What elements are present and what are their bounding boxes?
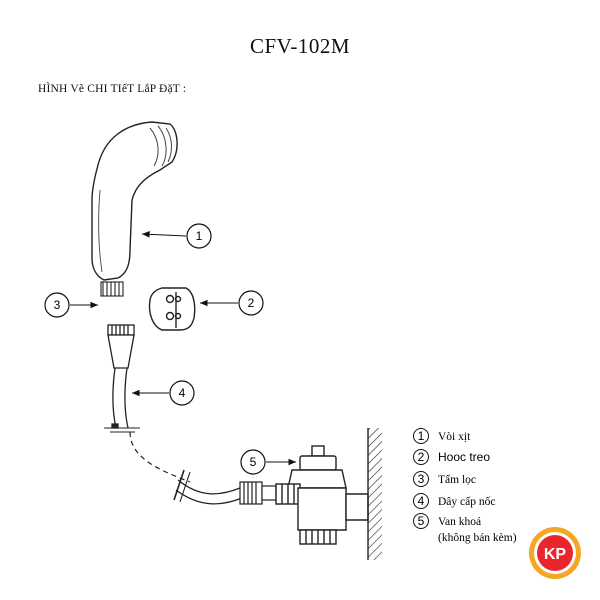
legend-number: 2	[418, 450, 425, 464]
legend-item: 3 Tấm lọc	[413, 471, 476, 487]
legend-number: 3	[418, 472, 425, 486]
hose-nut	[239, 481, 277, 505]
legend-label: Van khoá	[438, 516, 481, 528]
legend-item: 2 Hooc treo	[413, 449, 490, 465]
callout-3: 3	[44, 292, 98, 318]
hose-upper	[104, 367, 140, 433]
callout-1-number: 1	[196, 229, 203, 243]
callout-4: 4	[132, 380, 195, 406]
callout-2: 2	[200, 290, 264, 316]
logo-text: KP	[544, 546, 567, 563]
callout-4-number: 4	[179, 386, 186, 400]
kp-logo: KP	[529, 527, 581, 579]
legend: 1 Vòi xịt 2 Hooc treo 3 Tấm lọc 4 Dây cấ…	[413, 428, 517, 544]
legend-item: 1 Vòi xịt	[413, 428, 471, 444]
callout-5-number: 5	[250, 455, 257, 469]
legend-label-note: (không bán kèm)	[438, 532, 517, 544]
legend-number: 5	[418, 514, 425, 528]
legend-number: 1	[418, 429, 425, 443]
callout-2-number: 2	[248, 296, 255, 310]
legend-label: Hooc treo	[438, 450, 490, 464]
hose-fitting	[107, 324, 135, 369]
head-thread	[100, 281, 124, 297]
callout-3-number: 3	[54, 298, 61, 312]
spray-head	[91, 121, 178, 281]
legend-label: Vòi xịt	[438, 431, 471, 443]
angle-valve	[275, 445, 369, 545]
callout-5: 5	[240, 449, 296, 475]
legend-label: Dây cấp nốc	[438, 495, 495, 508]
legend-item: 5 Van khoá (không bán kèm)	[413, 513, 517, 544]
legend-label: Tấm lọc	[438, 473, 476, 486]
legend-item: 4 Dây cấp nốc	[413, 493, 495, 509]
callout-1: 1	[141, 223, 212, 249]
drawing-subtitle: HÌNH Vẽ CHI TIếT LắP ĐặT :	[38, 83, 187, 95]
legend-number: 4	[418, 494, 425, 508]
hose-dashed	[129, 431, 191, 483]
hose-lower	[173, 469, 243, 505]
wall	[367, 428, 382, 560]
page-title: CFV-102M	[249, 34, 351, 58]
holder-bracket	[148, 287, 196, 331]
